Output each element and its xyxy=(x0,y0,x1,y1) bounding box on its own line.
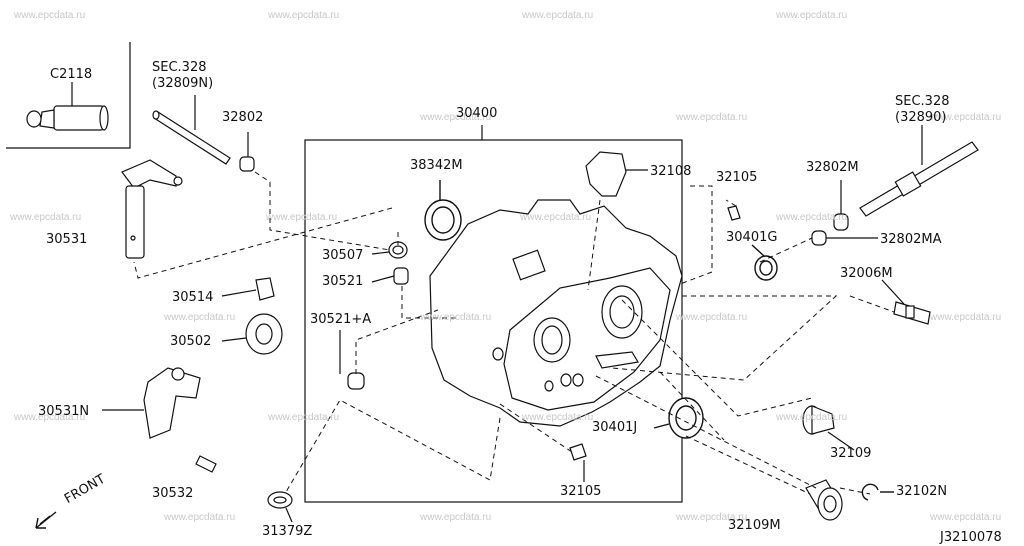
bushing-30521 xyxy=(371,267,409,285)
watermark: www.epcdata.ru xyxy=(776,412,848,423)
watermark: www.epcdata.ru xyxy=(14,10,86,21)
label-32109: 32109 xyxy=(830,446,872,461)
seal-30507 xyxy=(371,241,408,259)
inset-frame xyxy=(6,42,131,149)
assembly-lines xyxy=(133,171,895,495)
watermark: www.epcdata.ru xyxy=(930,512,1002,523)
cover-32109 xyxy=(802,405,855,451)
label-32105-bottom: 32105 xyxy=(560,484,602,499)
label-32105-top: 32105 xyxy=(716,170,758,185)
watermark: www.epcdata.ru xyxy=(420,112,492,123)
front-arrow-icon xyxy=(35,511,57,529)
watermark: www.epcdata.ru xyxy=(522,10,594,21)
label-30521a: 30521+A xyxy=(310,312,372,327)
label-sec328-right-ref: (32890) xyxy=(895,110,947,125)
label-30502: 30502 xyxy=(170,334,212,349)
watermark: www.epcdata.ru xyxy=(420,512,492,523)
watermark: www.epcdata.ru xyxy=(522,412,594,423)
watermark: www.epcdata.ru xyxy=(676,112,748,123)
sensor-32006M xyxy=(881,279,931,325)
diagram-code: J3210078 xyxy=(940,530,1002,545)
case-frame xyxy=(304,139,683,503)
watermark: www.epcdata.ru xyxy=(268,10,340,21)
label-30531n: 30531N xyxy=(38,404,90,419)
watermark: www.epcdata.ru xyxy=(930,312,1002,323)
label-32802: 32802 xyxy=(222,110,264,125)
label-30401g: 30401G xyxy=(726,230,778,245)
label-32109m: 32109M xyxy=(728,518,781,533)
watermark: www.epcdata.ru xyxy=(164,512,236,523)
label-30532: 30532 xyxy=(152,486,194,501)
watermark: www.epcdata.ru xyxy=(930,112,1002,123)
seal-38342M xyxy=(424,180,462,241)
watermark: www.epcdata.ru xyxy=(676,312,748,323)
label-30521: 30521 xyxy=(322,274,364,289)
label-30514: 30514 xyxy=(172,290,214,305)
watermark: www.epcdata.ru xyxy=(420,312,492,323)
bearing-30502 xyxy=(221,313,283,355)
label-sec328-right: SEC.328 xyxy=(895,94,950,109)
seal-30401G xyxy=(751,244,778,281)
watermark: www.epcdata.ru xyxy=(14,412,86,423)
watermark: www.epcdata.ru xyxy=(164,312,236,323)
shift-rod-right xyxy=(859,125,979,217)
watermark: www.epcdata.ru xyxy=(776,10,848,21)
label-30531: 30531 xyxy=(46,232,88,247)
pin-30532 xyxy=(195,455,217,473)
bushing-32802MA xyxy=(811,230,878,246)
cover-32109M xyxy=(805,479,843,521)
clip-30514 xyxy=(221,277,275,301)
clip-31379Z xyxy=(267,491,293,523)
label-30400: 30400 xyxy=(456,106,498,121)
case-body xyxy=(429,199,683,427)
watermark: www.epcdata.ru xyxy=(520,212,592,223)
label-sec328-top: SEC.328 xyxy=(152,60,207,75)
tool-c2118 xyxy=(26,82,109,131)
bracket-32108 xyxy=(585,151,648,197)
clip-32102N xyxy=(861,483,894,501)
label-38342m: 38342M xyxy=(410,158,463,173)
pin-32105-top xyxy=(727,205,741,221)
watermark: www.epcdata.ru xyxy=(776,212,848,223)
label-30507: 30507 xyxy=(322,248,364,263)
watermark: www.epcdata.ru xyxy=(266,212,338,223)
label-31379z: 31379Z xyxy=(262,524,313,539)
bushing-32802M xyxy=(833,180,849,231)
watermark: www.epcdata.ru xyxy=(676,512,748,523)
label-sec328-top-ref: (32809N) xyxy=(152,76,214,91)
label-32102n: 32102N xyxy=(896,484,948,499)
label-32006m: 32006M xyxy=(840,266,893,281)
shift-rod-left xyxy=(152,95,231,165)
bushing-32802 xyxy=(239,132,255,172)
label-32802m: 32802M xyxy=(806,160,859,175)
lever-30531 xyxy=(121,159,183,259)
label-30401j: 30401J xyxy=(592,420,638,435)
pin-32105-bottom xyxy=(569,443,587,482)
watermark: www.epcdata.ru xyxy=(10,212,82,223)
label-32802ma: 32802MA xyxy=(880,232,942,247)
label-c2118: C2118 xyxy=(50,67,93,82)
watermark: www.epcdata.ru xyxy=(268,412,340,423)
fork-30531N xyxy=(102,367,201,439)
label-32108: 32108 xyxy=(650,164,692,179)
